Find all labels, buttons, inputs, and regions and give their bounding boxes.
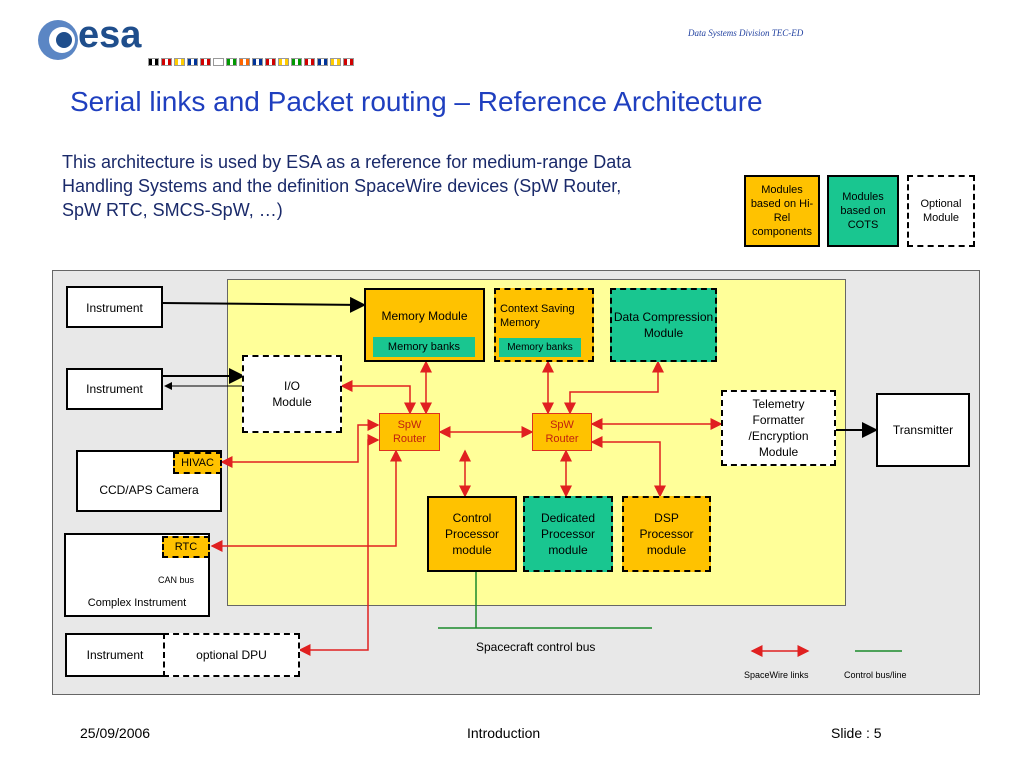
legend-cots: Modules based on COTS [827,175,899,247]
flag-10 [265,58,276,66]
flag-1 [148,58,159,66]
spw-link-router1-io [340,380,416,415]
dsp-processor-module: DSP Processor module [622,496,711,572]
telemetry-label: Telemetry Formatter /Encryption Module [748,397,809,459]
spw-link-router1-dpu [298,434,380,656]
instrument-3: Instrument [65,633,165,677]
instrument-3-label: Instrument [86,648,144,662]
intro-text: This architecture is used by ESA as a re… [62,152,632,220]
memory-banks-2-label: Memory banks [507,341,573,353]
flag-16 [343,58,354,66]
flag-4 [187,58,198,66]
memory-banks-2: Memory banks [499,338,581,357]
optional-dpu: optional DPU [163,633,300,677]
flag-9 [252,58,263,66]
context-saving-label: Context Saving Memory [500,303,575,329]
legend-optional: Optional Module [907,175,975,247]
spw-link-router2-compression [564,360,664,415]
hivac-module: HIVAC [173,452,222,474]
footer-slide-number: Slide : 5 [831,725,882,741]
spw-router-2: SpW Router [532,413,592,451]
esa-globe-icon [38,20,78,60]
control-processor-module: Control Processor module [427,496,517,572]
memory-banks-1: Memory banks [373,337,475,357]
instrument-2-label: Instrument [86,382,143,396]
division-label: Data Systems Division TEC-ED [688,28,804,38]
complex-instrument-label: Complex Instrument [87,597,187,609]
legend-hirel-label: Modules based on Hi-Rel components [750,184,814,238]
rtc-label: RTC [174,541,198,553]
flag-3 [174,58,185,66]
instrument-1-label: Instrument [86,301,143,315]
io-module-label: I/O Module [272,379,312,409]
memory-banks-1-label: Memory banks [387,341,461,353]
ccd-camera-label: CCD/APS Camera [99,483,199,497]
flag-15 [330,58,341,66]
footer-section: Introduction [467,725,541,741]
flag-7 [226,58,237,66]
legend-control-label: Control bus/line [844,670,907,680]
optional-dpu-label: optional DPU [196,648,267,662]
spw-link-router1-rtc [210,449,402,552]
line-instrument1-memory [162,296,366,313]
instrument-1: Instrument [66,286,163,328]
legend-optional-label: Optional Module [920,198,962,224]
spw-router-1: SpW Router [379,413,440,451]
transmitter: Transmitter [876,393,970,467]
member-flags [148,53,398,66]
flag-5 [200,58,211,66]
control-processor-label: Control Processor module [444,511,500,557]
legend-cots-label: Modules based on COTS [840,191,886,231]
flag-14 [317,58,328,66]
spw-router-1-label: SpW Router [392,419,427,445]
ccd-aps-camera: CCD/APS Camera [76,450,222,512]
flag-8 [239,58,250,66]
legend-hirel: Modules based on Hi-Rel components [744,175,820,247]
dedicated-processor-module: Dedicated Processor module [523,496,613,572]
memory-module-label: Memory Module [381,309,468,323]
logo-text: esa [78,14,142,56]
spw-link-router2-dsp [590,436,666,498]
hivac-label: HIVAC [181,457,214,469]
flag-11 [278,58,289,66]
flag-2 [161,58,172,66]
dsp-processor-label: DSP Processor module [639,511,694,557]
data-compression-label: Data Compression Module [613,310,714,340]
spw-router-2-label: SpW Router [545,419,579,445]
telemetry-formatter: Telemetry Formatter /Encryption Module [721,390,836,466]
esa-logo: esa [36,14,366,66]
legend-spacewire-label: SpaceWire links [744,670,809,680]
flag-6 [213,58,224,66]
flag-13 [304,58,315,66]
dedicated-processor-label: Dedicated Processor module [540,511,596,557]
flag-12 [291,58,302,66]
slide-title: Serial links and Packet routing – Refere… [70,86,763,117]
instrument-2: Instrument [66,368,163,410]
io-module: I/O Module [242,355,342,433]
transmitter-label: Transmitter [892,423,954,437]
can-bus-label: CAN bus [158,575,195,585]
data-compression-module: Data Compression Module [610,288,717,362]
rtc-module: RTC [162,536,210,558]
footer-date: 25/09/2006 [80,725,151,741]
spacecraft-bus-label: Spacecraft control bus [476,640,596,654]
